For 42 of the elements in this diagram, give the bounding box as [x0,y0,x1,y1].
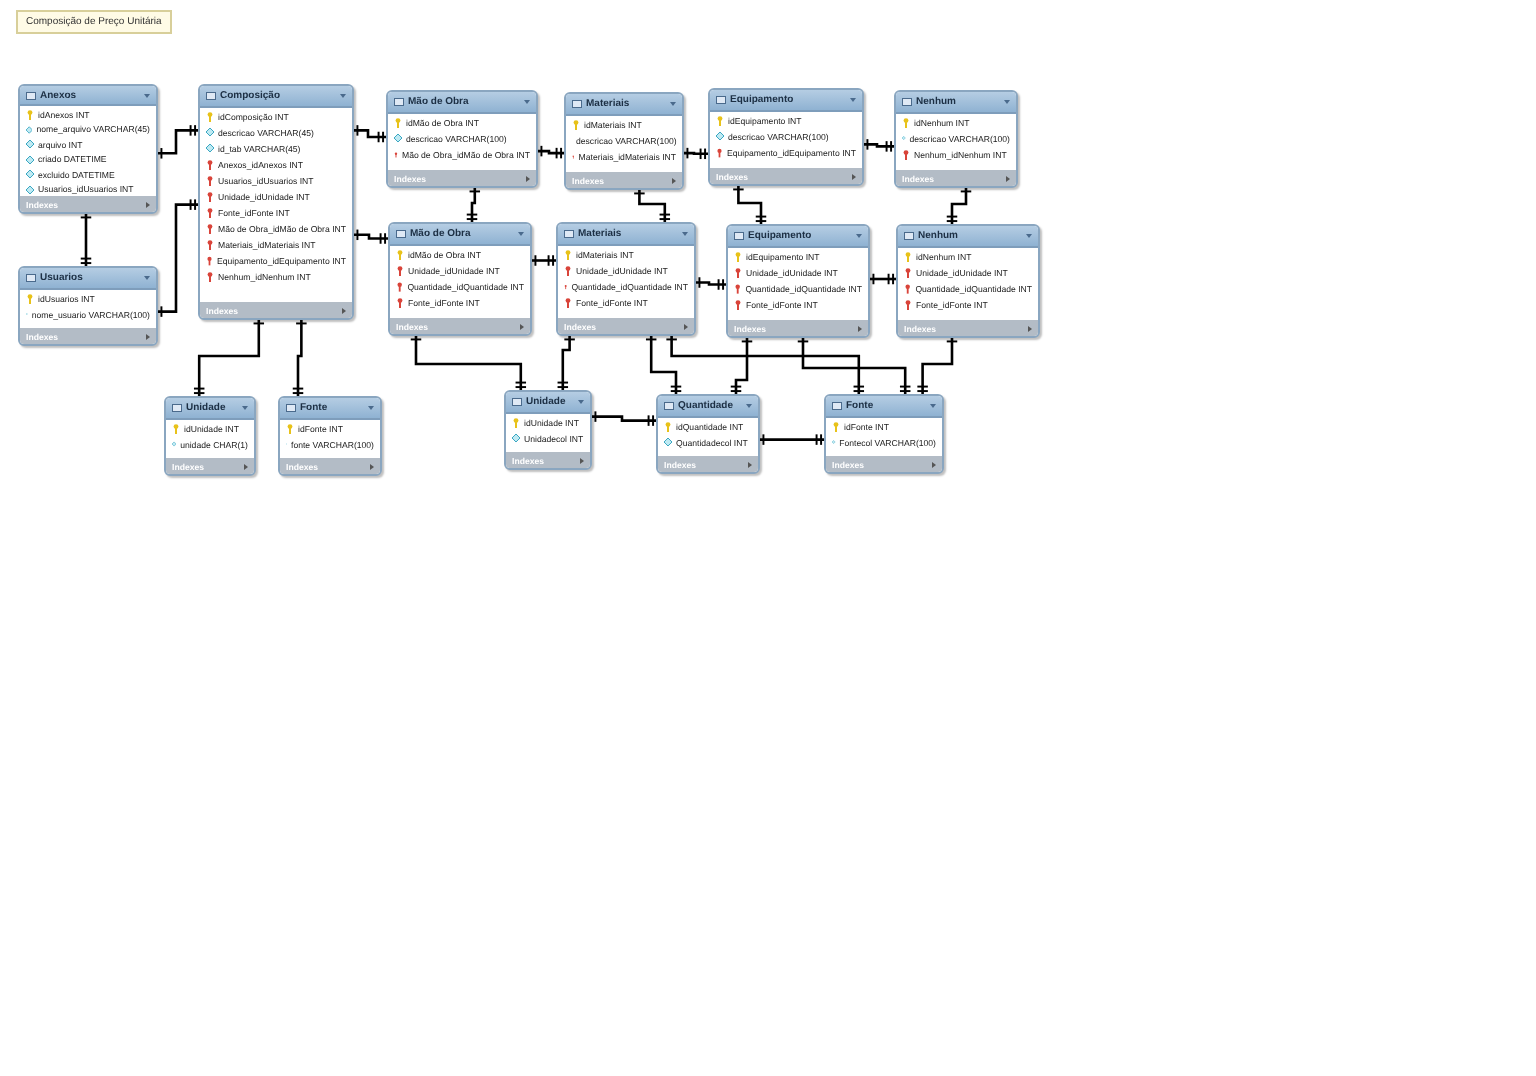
table-box [564,92,684,190]
table-box [278,396,382,476]
table-box [824,394,944,474]
relationship-line [917,334,958,394]
relationship-line [193,316,265,396]
relationship-line [350,125,386,143]
relationship-line [350,229,388,244]
relationship-line [557,332,575,390]
relationship-line [860,139,894,152]
relationship-line [866,273,896,285]
relationship-line [680,147,708,160]
relationship-line [756,434,824,445]
table-box [708,88,864,186]
table-box [164,396,256,476]
relationship-line [634,186,671,222]
relationship-line [528,255,556,266]
table-box [18,266,158,346]
table-box [656,394,760,474]
table-box [386,90,538,188]
relationship-line [645,332,682,394]
table-box [896,224,1040,338]
table-box [18,84,158,214]
relationship-line [946,184,972,224]
relationship-line [730,334,753,394]
relationship-line [292,316,307,396]
table-box [388,222,532,336]
relationship-line [154,125,198,159]
relationship-line [666,332,865,394]
table-box [894,90,1018,188]
table-box [504,390,592,470]
relationship-line [733,182,767,224]
relationship-line [588,411,656,426]
relationship-line [534,145,564,159]
relationship-line [154,199,198,317]
relationship-line [797,334,911,394]
relationship-line [80,210,92,266]
table-box [726,224,870,338]
relationship-line [692,277,726,290]
table-box [198,84,354,320]
relationship-line [410,332,527,390]
relationship-line [466,184,481,222]
table-box [556,222,696,336]
